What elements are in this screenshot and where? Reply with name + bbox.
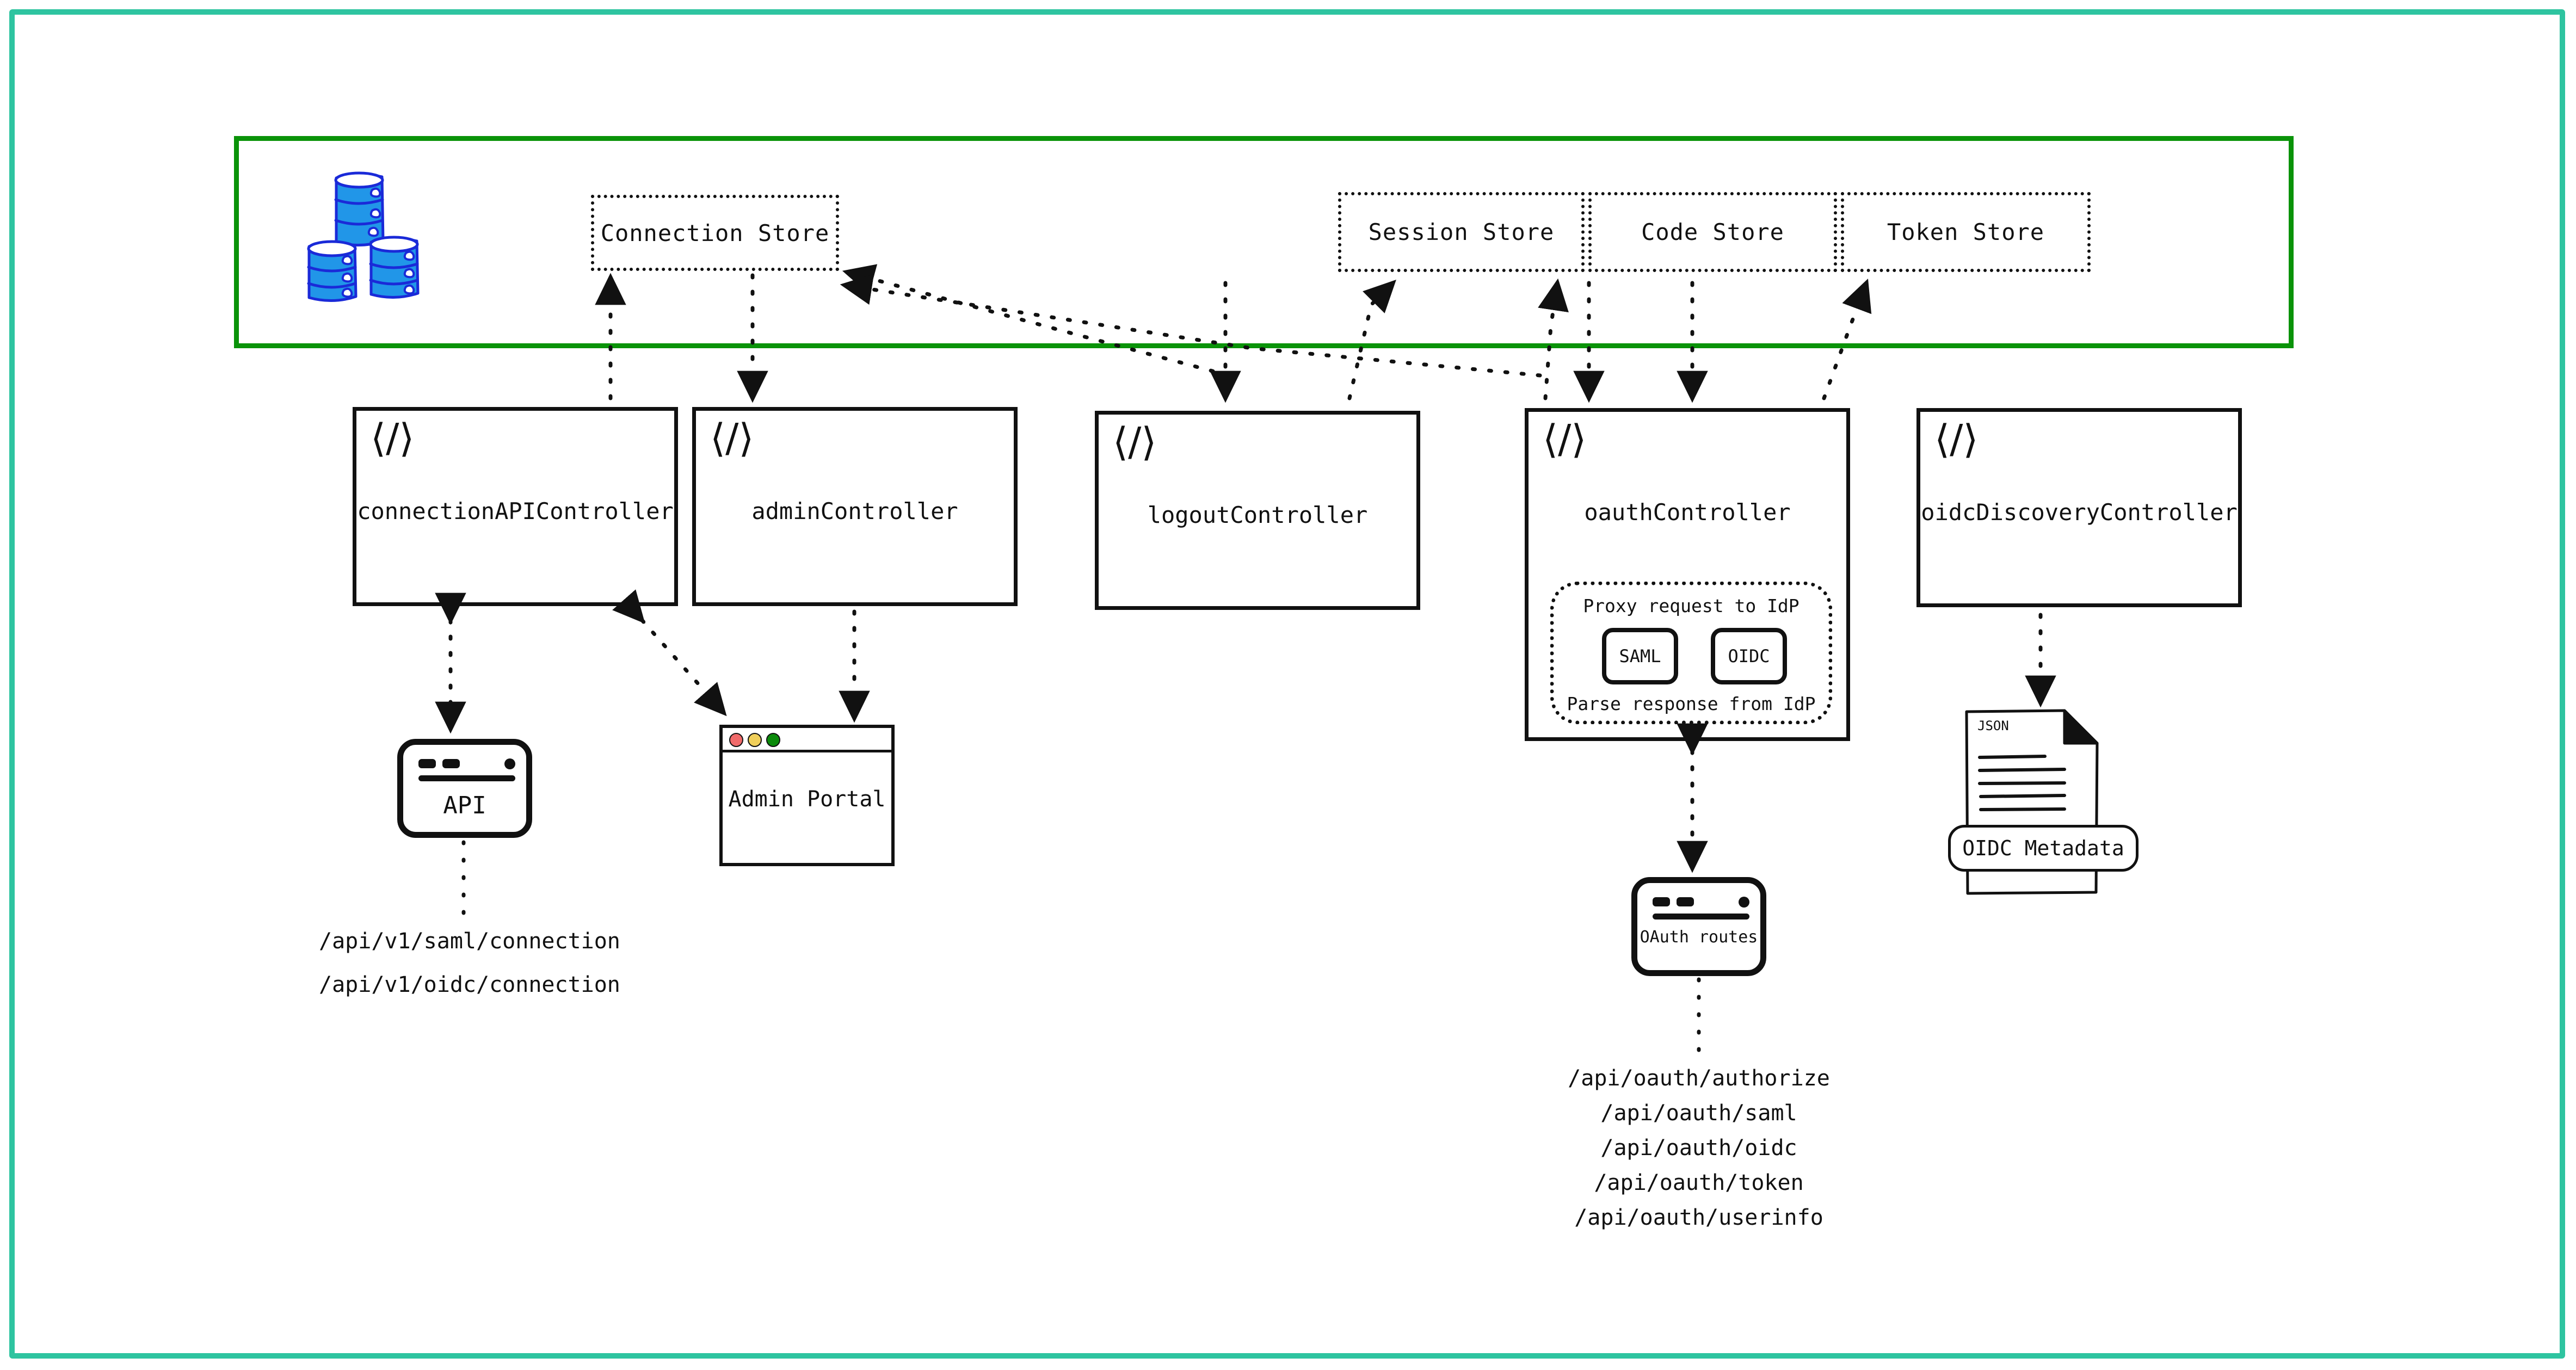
proxy-request-label: Proxy request to IdP <box>1583 595 1799 616</box>
parse-response-label: Parse response from IdP <box>1567 693 1816 714</box>
store-connection[interactable]: Connection Store <box>591 195 839 271</box>
controller-logoutcontroller[interactable]: ⟨/⟩ logoutController <box>1095 411 1420 610</box>
code-brackets-icon: ⟨/⟩ <box>371 415 415 461</box>
controller-connectionapicontroller[interactable]: ⟨/⟩ connectionAPIController <box>353 407 678 606</box>
controller-oauthcontroller[interactable]: ⟨/⟩ oauthController Proxy request to IdP… <box>1525 408 1850 741</box>
api-label: API <box>443 792 486 819</box>
code-brackets-icon: ⟨/⟩ <box>1543 416 1587 462</box>
endpoint-item: /api/oauth/token <box>1594 1170 1804 1195</box>
window-dot <box>1739 897 1749 908</box>
app-window-icon-api[interactable]: API <box>397 739 532 838</box>
connection-api-endpoints: /api/v1/saml/connection /api/v1/oidc/con… <box>319 919 620 1007</box>
window-dot <box>1653 897 1670 906</box>
window-dot <box>418 759 436 768</box>
app-window-icon-oauth-routes[interactable]: OAuth routes <box>1631 877 1766 976</box>
store-token-label: Token Store <box>1887 219 2045 245</box>
traffic-light-green <box>766 733 780 747</box>
traffic-light-red <box>729 733 743 747</box>
oidc-metadata-text: OIDC Metadata <box>1962 836 2124 860</box>
endpoint-item: /api/oauth/authorize <box>1568 1066 1830 1091</box>
protocol-saml-button[interactable]: SAML <box>1602 628 1678 684</box>
oauth-routes-label: OAuth routes <box>1640 928 1758 947</box>
store-session[interactable]: Session Store <box>1338 192 1585 272</box>
store-token[interactable]: Token Store <box>1841 192 2091 272</box>
window-divider <box>418 775 515 781</box>
controller-admincontroller[interactable]: ⟨/⟩ adminController <box>692 407 1018 606</box>
endpoint-item: /api/oauth/oidc <box>1600 1136 1797 1161</box>
oauth-endpoints: /api/oauth/authorize /api/oauth/saml /ap… <box>1481 1061 1916 1235</box>
controller-label: logoutController <box>1147 502 1368 528</box>
json-doc-type-label: JSON <box>1977 718 2009 733</box>
protocol-saml-label: SAML <box>1619 646 1661 667</box>
store-code-label: Code Store <box>1641 219 1784 245</box>
oidc-metadata-label: OIDC Metadata <box>1948 825 2139 872</box>
store-session-label: Session Store <box>1368 219 1555 245</box>
admin-portal-label: Admin Portal <box>728 787 886 812</box>
code-brackets-icon: ⟨/⟩ <box>1934 416 1979 462</box>
endpoint-item: /api/v1/oidc/connection <box>319 972 620 997</box>
window-dot <box>1677 897 1694 906</box>
browser-window-icon-admin-portal[interactable]: Admin Portal <box>719 725 895 866</box>
endpoint-item: /api/oauth/saml <box>1600 1101 1797 1126</box>
code-brackets-icon: ⟨/⟩ <box>710 415 754 461</box>
window-divider <box>1653 914 1749 919</box>
database-stack-icon <box>303 166 439 307</box>
code-brackets-icon: ⟨/⟩ <box>1113 419 1157 465</box>
store-connection-label: Connection Store <box>600 219 830 246</box>
endpoint-item: /api/oauth/userinfo <box>1574 1205 1823 1230</box>
protocol-oidc-button[interactable]: OIDC <box>1711 628 1787 684</box>
endpoint-item: /api/v1/saml/connection <box>319 929 620 954</box>
controller-oidcdiscoverycontroller[interactable]: ⟨/⟩ oidcDiscoveryController <box>1916 408 2242 607</box>
proxy-idp-group: Proxy request to IdP SAML OIDC Parse res… <box>1550 582 1832 724</box>
window-dot <box>442 759 460 768</box>
traffic-light-yellow <box>748 733 762 747</box>
outer-frame <box>9 9 2565 1359</box>
controller-label: connectionAPIController <box>357 498 674 524</box>
controller-label: oauthController <box>1584 499 1791 526</box>
browser-title-bar <box>723 728 891 752</box>
protocol-oidc-label: OIDC <box>1728 646 1770 667</box>
window-dot <box>504 758 515 769</box>
controller-label: adminController <box>751 498 958 524</box>
controller-label: oidcDiscoveryController <box>1921 499 2238 526</box>
store-code[interactable]: Code Store <box>1588 192 1837 272</box>
